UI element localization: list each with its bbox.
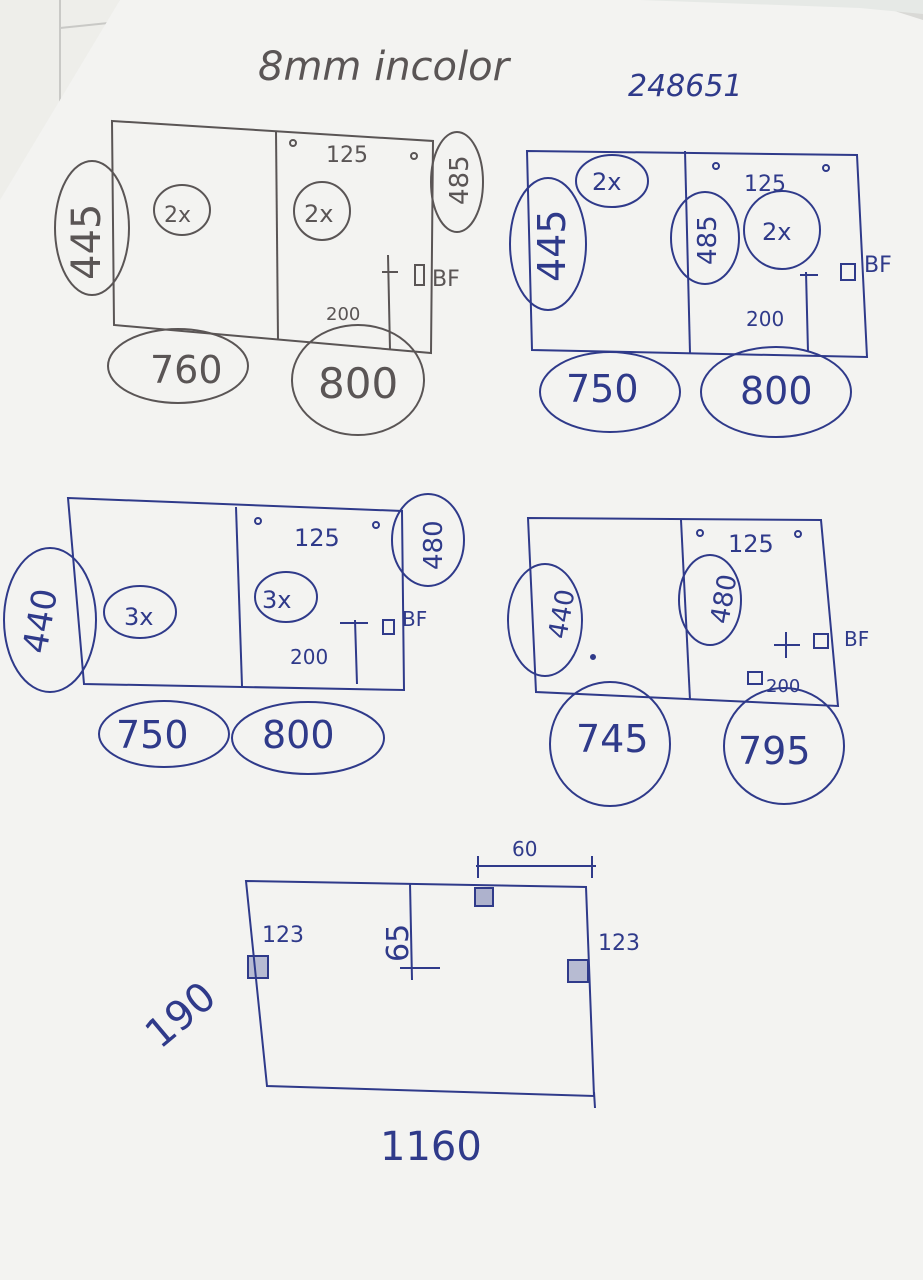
right-qty-label: 3x bbox=[262, 586, 291, 614]
offset-label: 200 bbox=[326, 304, 360, 325]
panel-divider bbox=[235, 506, 243, 687]
left-qty-label: 2x bbox=[592, 168, 621, 196]
right-height-label: 485 bbox=[693, 215, 723, 265]
panel-outline bbox=[525, 149, 869, 359]
right-width-label: 800 bbox=[318, 359, 398, 408]
left-width-label: 750 bbox=[116, 713, 189, 757]
hinge-mark-label: BF bbox=[432, 267, 460, 292]
left-qty-label: 2x bbox=[164, 203, 191, 228]
right-width-label: 800 bbox=[262, 713, 335, 757]
hinge-mark-label: BF bbox=[402, 607, 427, 631]
right-height-label: 480 bbox=[419, 520, 449, 570]
width-label: 1160 bbox=[380, 1124, 482, 1170]
hinge-mark-label: BF bbox=[844, 627, 869, 651]
left-width-label: 760 bbox=[150, 348, 223, 392]
left-width-label: 745 bbox=[576, 717, 649, 761]
panel-divider bbox=[680, 519, 691, 701]
cutout-width-label: 60 bbox=[512, 837, 537, 861]
reference-number: 248651 bbox=[628, 69, 743, 104]
left-width-label: 750 bbox=[566, 367, 639, 411]
panel-outline bbox=[526, 516, 840, 708]
right-height-label: 485 bbox=[445, 155, 475, 205]
hole-spacing-label: 125 bbox=[728, 530, 774, 558]
bottom-sketch bbox=[244, 856, 596, 1109]
right-qty-label: 2x bbox=[762, 218, 791, 246]
sketch-4 bbox=[507, 516, 845, 807]
material-title: 8mm incolor bbox=[258, 44, 512, 90]
left-hinge-label: 123 bbox=[262, 923, 304, 948]
height-label: 445 bbox=[64, 204, 110, 280]
hole-spacing-label: 125 bbox=[326, 143, 368, 168]
panel-divider bbox=[275, 130, 279, 341]
offset-label: 200 bbox=[746, 307, 784, 331]
offset-label: 200 bbox=[766, 676, 800, 697]
offset-label: 200 bbox=[290, 645, 328, 669]
left-qty-label: 3x bbox=[124, 603, 153, 631]
panel-outline bbox=[110, 119, 435, 355]
right-width-label: 800 bbox=[740, 369, 813, 413]
hole-spacing-label: 125 bbox=[294, 524, 340, 552]
panel-outline bbox=[66, 496, 406, 692]
hole-spacing-label: 125 bbox=[744, 172, 786, 197]
sketch-3 bbox=[3, 493, 465, 775]
right-hinge-label: 123 bbox=[598, 931, 640, 956]
sketch-1 bbox=[54, 119, 484, 436]
right-qty-label: 2x bbox=[304, 200, 333, 228]
right-width-label: 795 bbox=[738, 729, 811, 773]
panel-divider bbox=[684, 150, 691, 354]
hinge-mark-label: BF bbox=[864, 253, 892, 278]
height-label: 445 bbox=[530, 209, 574, 282]
sketch-2 bbox=[509, 149, 869, 438]
cutout-depth-label: 65 bbox=[381, 924, 416, 962]
